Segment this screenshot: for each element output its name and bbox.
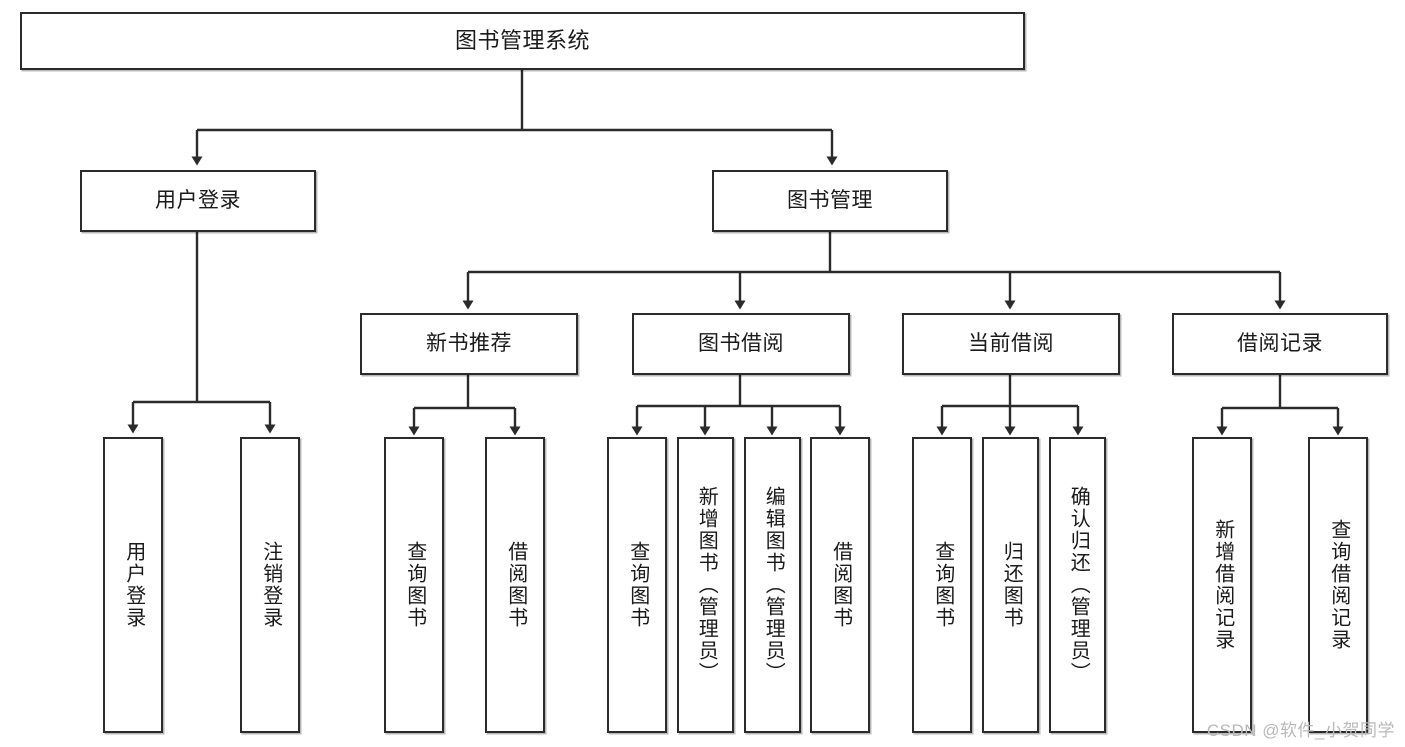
leaf-edit-book-admin[interactable]: 编辑图书（管理员） (744, 437, 801, 733)
leaf-user-login[interactable]: 用户登录 (103, 437, 163, 733)
leaf-query-book-borrow[interactable]: 查询图书 (607, 437, 667, 733)
node-label: 图书管理 (787, 188, 873, 212)
node-label: 确认归还（管理员） (1067, 486, 1090, 684)
node-root-system[interactable]: 图书管理系统 (20, 12, 1025, 70)
leaf-confirm-return-admin[interactable]: 确认归还（管理员） (1049, 437, 1106, 733)
node-label: 归还图书 (1000, 541, 1023, 629)
node-borrow-record[interactable]: 借阅记录 (1172, 313, 1388, 375)
node-book-management[interactable]: 图书管理 (712, 170, 948, 232)
leaf-return-book[interactable]: 归还图书 (982, 437, 1039, 733)
node-label: 当前借阅 (968, 331, 1054, 355)
node-label: 查询图书 (626, 541, 649, 629)
node-label: 新书推荐 (426, 331, 512, 355)
node-label: 查询借阅记录 (1327, 519, 1350, 651)
leaf-logout-login[interactable]: 注销登录 (240, 437, 300, 733)
node-current-borrow[interactable]: 当前借阅 (902, 313, 1120, 375)
node-label: 借阅图书 (504, 541, 527, 629)
leaf-query-book-current[interactable]: 查询图书 (912, 437, 972, 733)
leaf-add-book-admin[interactable]: 新增图书（管理员） (677, 437, 734, 733)
leaf-borrow-book[interactable]: 借阅图书 (810, 437, 870, 733)
node-user-login[interactable]: 用户登录 (80, 170, 316, 232)
node-label: 借阅记录 (1237, 331, 1323, 355)
node-label: 用户登录 (122, 541, 145, 629)
node-label: 用户登录 (155, 188, 241, 212)
node-label: 图书管理系统 (454, 28, 590, 54)
node-label: 查询图书 (403, 541, 426, 629)
node-label: 新增图书（管理员） (695, 486, 718, 684)
node-label: 借阅图书 (829, 541, 852, 629)
leaf-query-book-recommend[interactable]: 查询图书 (384, 437, 444, 733)
node-book-borrow[interactable]: 图书借阅 (632, 313, 850, 375)
leaf-add-borrow-record[interactable]: 新增借阅记录 (1192, 437, 1252, 733)
node-label: 查询图书 (931, 541, 954, 629)
node-label: 编辑图书（管理员） (762, 486, 785, 684)
node-label: 注销登录 (259, 541, 282, 629)
leaf-borrow-book-recommend[interactable]: 借阅图书 (485, 437, 545, 733)
watermark-text: CSDN @软件_小贺同学 (1206, 721, 1395, 740)
leaf-query-borrow-record[interactable]: 查询借阅记录 (1308, 437, 1368, 733)
node-new-book-recommend[interactable]: 新书推荐 (360, 313, 578, 375)
node-label: 图书借阅 (698, 331, 784, 355)
node-label: 新增借阅记录 (1211, 519, 1234, 651)
